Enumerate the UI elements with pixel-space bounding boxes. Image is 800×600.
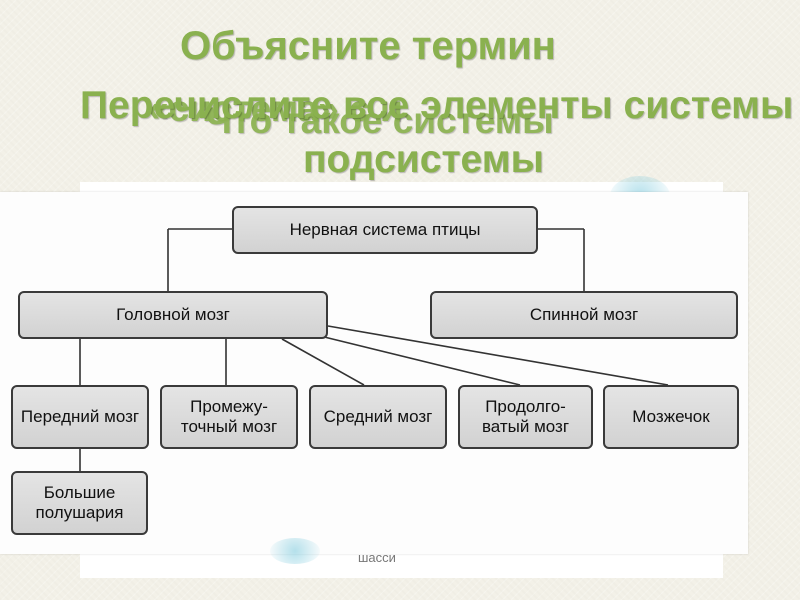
connector-brain-cerebellum — [327, 325, 669, 386]
connector-brain-medulla — [307, 332, 521, 386]
brain-node: Головной мозг — [18, 291, 328, 339]
root-node: Нервная система птицы — [232, 206, 538, 254]
midbrain-node: Средний мозг — [309, 385, 447, 449]
overlapping-title-fragment-a: «система» с и — [148, 88, 403, 129]
cerebellum-node: Мозжечок — [603, 385, 739, 449]
overlapping-title-fragment-b: Что такое системы — [206, 100, 554, 141]
background-blob — [270, 538, 320, 564]
forebrain-node: Передний мозг — [11, 385, 149, 449]
medulla-node: Продолго-ватый мозг — [458, 385, 593, 449]
diencephalon-node: Промежу-точный мозг — [160, 385, 298, 449]
background-text-fragment: шасси — [358, 550, 396, 565]
hemispheres-node: Большие полушария — [11, 471, 148, 535]
spinal-cord-node: Спинной мозг — [430, 291, 738, 339]
slide-title-line2: Перечислите все элементы системы и — [80, 84, 800, 127]
slide-title-line1: Объясните термин — [180, 24, 556, 68]
connector-brain-midbrain — [281, 338, 365, 386]
slide-title-line3: подсистемы — [303, 138, 544, 181]
